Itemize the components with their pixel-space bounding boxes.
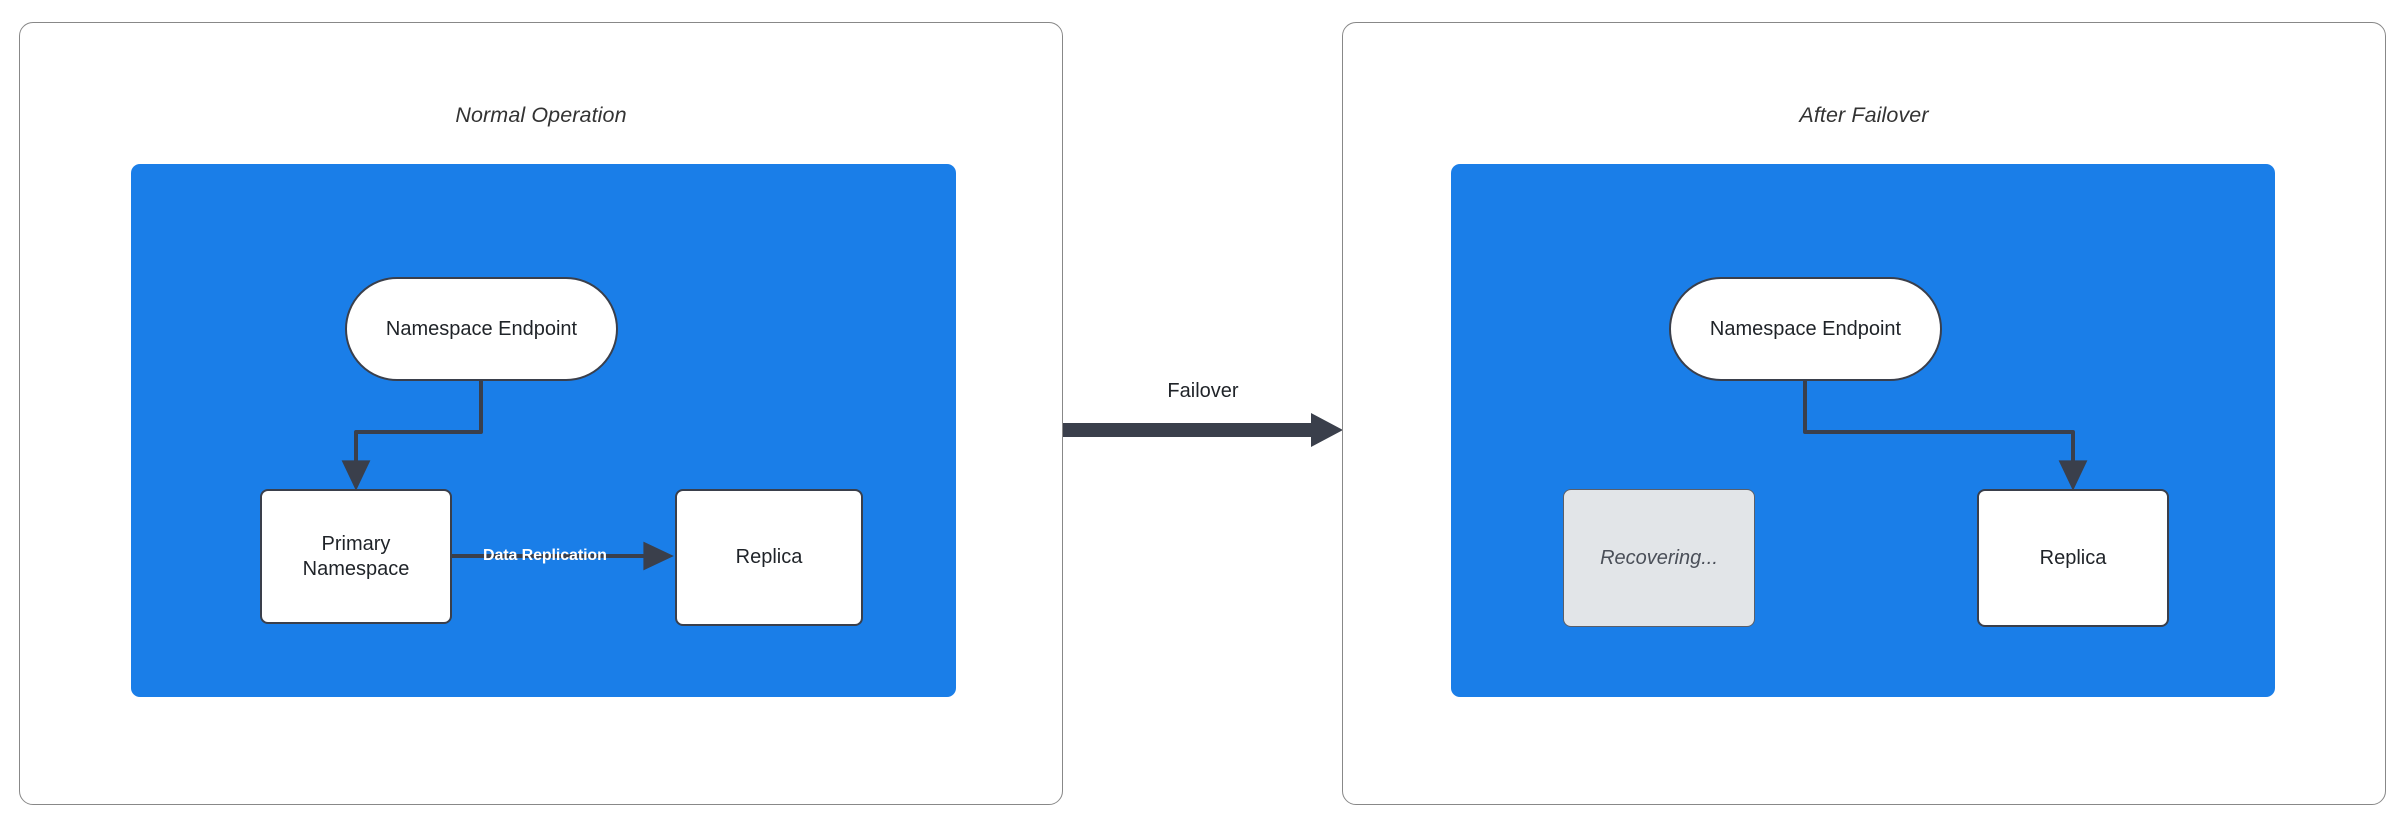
region-normal-operation: Namespace Endpoint Primary Namespace Rep…: [131, 164, 956, 697]
node-replica-right[interactable]: Replica: [1977, 489, 2169, 627]
node-recovering[interactable]: Recovering...: [1563, 489, 1755, 627]
node-label: Primary Namespace: [303, 532, 410, 581]
failover-transition: Failover: [1063, 380, 1343, 460]
node-primary-namespace[interactable]: Primary Namespace: [260, 489, 452, 624]
node-namespace-endpoint-right[interactable]: Namespace Endpoint: [1669, 277, 1942, 381]
node-replica-left[interactable]: Replica: [675, 489, 863, 626]
node-label-line1: Primary: [321, 533, 391, 556]
node-label: Replica: [2039, 546, 2107, 569]
node-label: Namespace Endpoint: [385, 317, 578, 340]
panel-left-title: Normal Operation: [455, 103, 627, 127]
panel-after-failover: After Failover Namespace Endpoint Recove…: [1342, 22, 2386, 805]
failover-label: Failover: [1167, 380, 1239, 402]
node-label-line2: Namespace: [302, 557, 410, 580]
node-label: Namespace Endpoint: [1709, 317, 1902, 340]
panel-normal-operation: Normal Operation Namespace Endpoint: [19, 22, 1063, 805]
panel-right-title: After Failover: [1799, 103, 1929, 127]
region-after-failover: Namespace Endpoint Recovering... Replica: [1451, 164, 2275, 697]
node-label: Replica: [735, 546, 803, 569]
node-label: Recovering...: [1600, 546, 1718, 569]
node-namespace-endpoint-left[interactable]: Namespace Endpoint: [345, 277, 618, 381]
failover-arrow-icon: [1063, 413, 1343, 447]
edge-label-data-replication: Data Replication: [483, 547, 607, 564]
